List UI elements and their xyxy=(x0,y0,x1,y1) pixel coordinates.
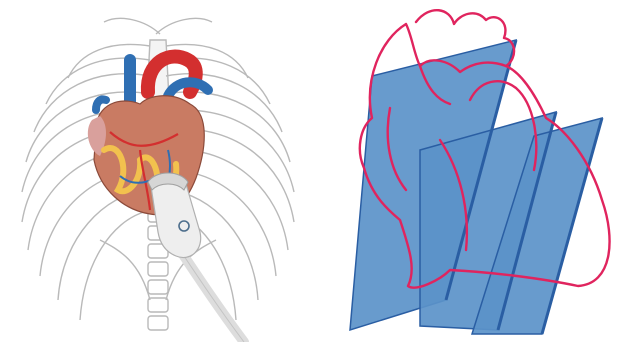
left-clavicle xyxy=(104,18,160,34)
right-clavicle xyxy=(156,18,212,34)
chest-illustration xyxy=(0,0,320,342)
heart xyxy=(88,57,208,215)
imaging-planes xyxy=(350,40,602,334)
imaging-planes-panel xyxy=(320,0,620,342)
imaging-planes-diagram xyxy=(320,0,620,342)
chest-illustration-panel xyxy=(0,0,320,342)
left-rib-1 xyxy=(68,44,150,78)
